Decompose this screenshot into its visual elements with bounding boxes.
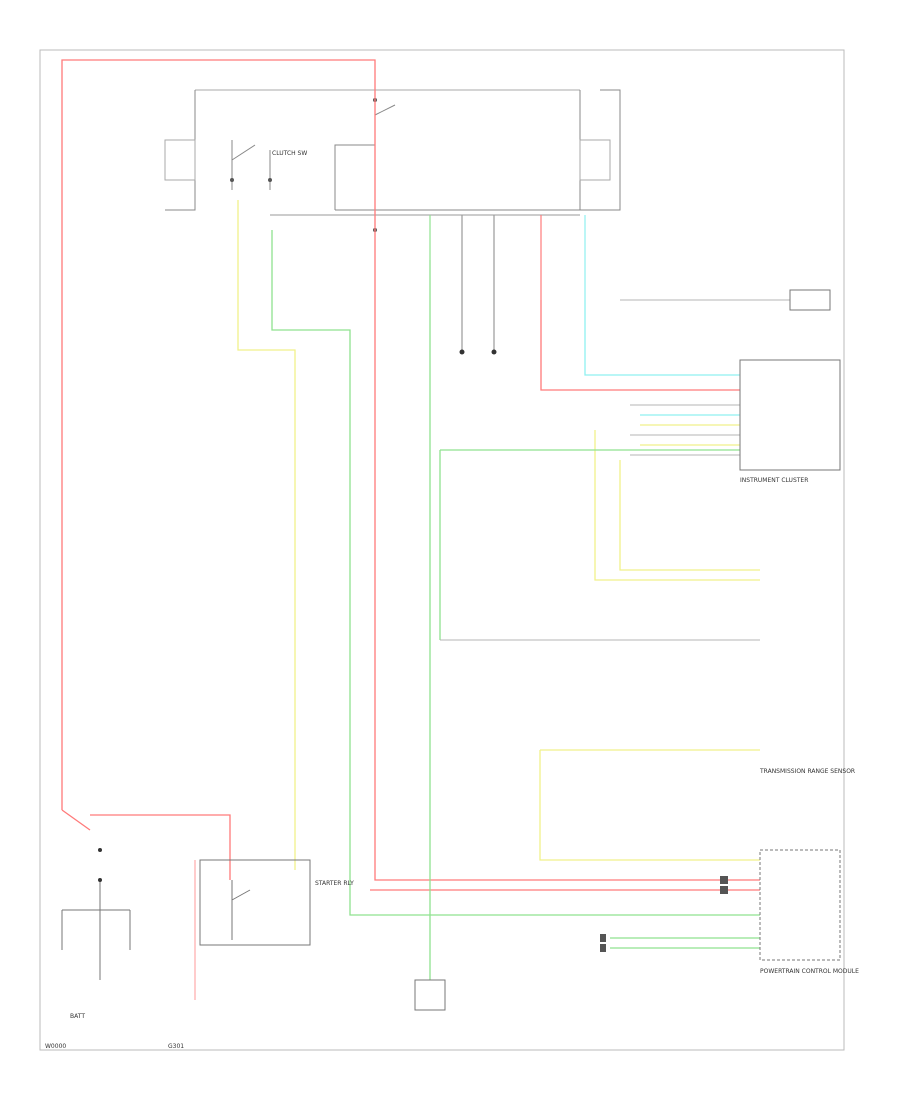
stub-wires [429, 215, 586, 350]
yellow-wire [237, 200, 760, 870]
powertrain-module-box [759, 849, 841, 961]
ground-caption: G301 [168, 1043, 185, 1050]
body-control-module-box [739, 359, 841, 471]
clutch-switch-caption: CLUTCH SW [272, 150, 308, 157]
powertrain-module-caption: POWERTRAIN CONTROL MODULE [760, 968, 859, 975]
starter-relay-box [199, 859, 311, 946]
starter-motor-box [414, 979, 446, 1011]
red-wire-loop [61, 59, 760, 891]
starter-relay-caption: STARTER RLY [315, 880, 354, 887]
ignition-dots [98, 848, 102, 882]
ignition-switch [61, 860, 196, 1000]
battery-caption: BATT [70, 1013, 85, 1020]
ground-dots [459, 349, 497, 355]
transmission-caption: TRANSMISSION RANGE SENSOR [760, 768, 856, 775]
sensor-box [789, 289, 831, 311]
green-wire [271, 230, 760, 980]
fuse-relay-block [164, 89, 621, 230]
pin-markers [600, 876, 728, 952]
diagram-frame [39, 49, 845, 1051]
gray-wires [440, 299, 790, 641]
cyan-wire [584, 300, 740, 416]
instrument-cluster-caption: INSTRUMENT CLUSTER [740, 477, 809, 484]
module-boxes [199, 289, 841, 1011]
page-id-label: W0000 [45, 1043, 67, 1050]
relay-contact-dots [230, 98, 377, 232]
